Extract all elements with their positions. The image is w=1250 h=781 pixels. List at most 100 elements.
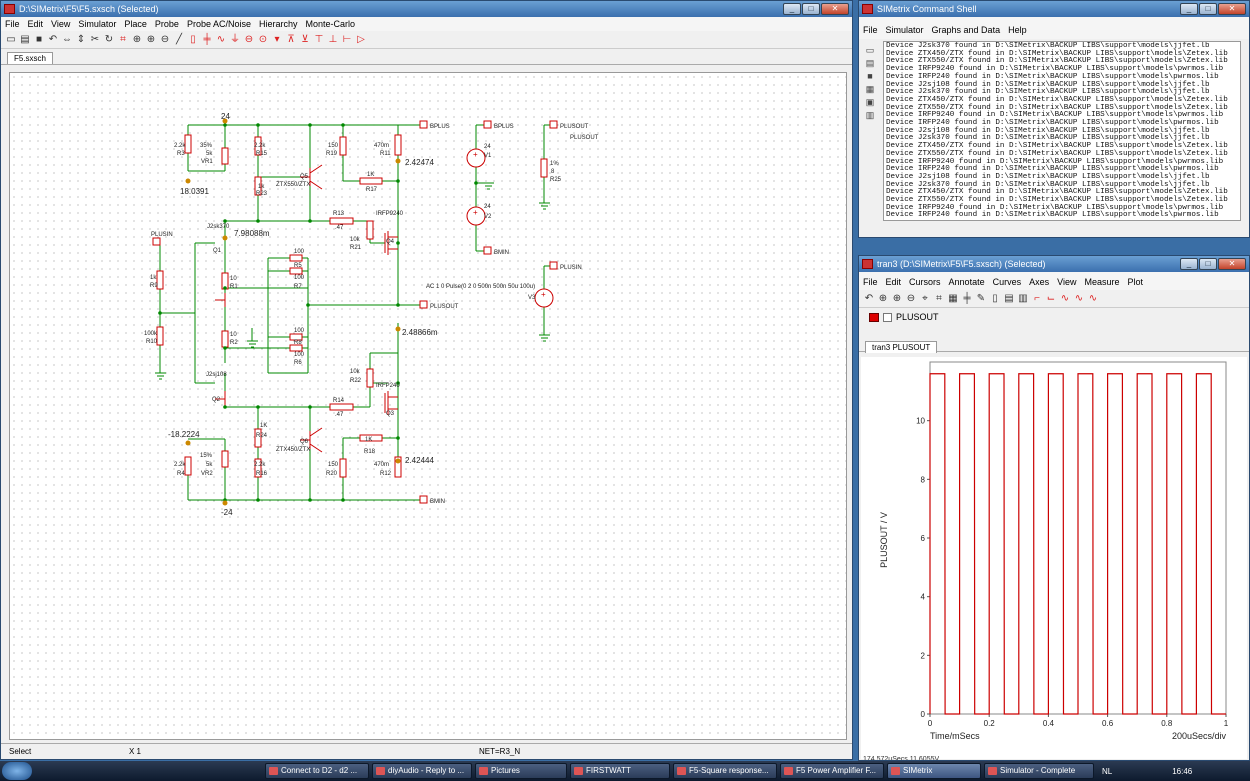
menu-view[interactable]: View — [1057, 277, 1077, 287]
graph-titlebar[interactable]: tran3 (D:\SIMetrix\F5\F5.sxsch) (Selecte… — [859, 256, 1249, 272]
tab-tran3-plusout[interactable]: tran3 PLUSOUT — [865, 341, 938, 353]
zoom-in-icon[interactable]: ⊕ — [146, 33, 156, 45]
start-button-icon[interactable] — [2, 762, 32, 780]
menu-edit[interactable]: Edit — [885, 277, 902, 287]
taskbar-item-simetrix[interactable]: SIMetrix — [887, 763, 981, 779]
taskbar-item-pictures[interactable]: Pictures — [475, 763, 567, 779]
pmos-icon[interactable]: ⊥ — [328, 33, 338, 45]
close-button[interactable]: ✕ — [1218, 3, 1246, 15]
inductor-icon[interactable]: ∿ — [216, 33, 226, 45]
schematic-canvas[interactable]: +++ 24 -24 2.2k R3 35% 5k VR1 18.0391 2.… — [9, 72, 847, 740]
taskbar-item-diyaudio[interactable]: diyAudio - Reply to ... — [372, 763, 472, 779]
pnp-icon[interactable]: ⊻ — [301, 33, 309, 45]
zoom-box-icon[interactable]: ⊕ — [878, 292, 888, 304]
maximize-button[interactable]: □ — [1199, 3, 1217, 15]
pdf-icon[interactable]: ▦ — [865, 84, 875, 94]
folder-icon[interactable]: ▤ — [20, 33, 30, 45]
command-shell-output[interactable]: Device J2sk370 found in D:\SIMetrix\BACK… — [883, 41, 1241, 221]
opamp-icon[interactable]: ▷ — [357, 33, 365, 45]
menu-probe[interactable]: Probe — [154, 19, 179, 29]
taskbar-item-f5-amplifier[interactable]: F5 Power Amplifier F... — [780, 763, 884, 779]
menu-file[interactable]: File — [863, 277, 878, 287]
menu-view[interactable]: View — [51, 19, 71, 29]
menu-file[interactable]: File — [5, 19, 20, 29]
wire-icon[interactable]: ╱ — [175, 33, 183, 45]
npn-icon[interactable]: ⊼ — [287, 33, 295, 45]
avg-icon[interactable]: ∿ — [1074, 292, 1084, 304]
xy-icon[interactable]: ∿ — [1088, 292, 1098, 304]
menu-monte-carlo[interactable]: Monte-Carlo — [305, 19, 356, 29]
language-indicator[interactable]: NL — [1102, 766, 1113, 776]
diode-icon[interactable]: ▾ — [274, 33, 280, 45]
menu-plot[interactable]: Plot — [1127, 277, 1143, 287]
menu-curves[interactable]: Curves — [992, 277, 1022, 287]
jfet-icon[interactable]: ⊢ — [342, 33, 352, 45]
minimize-button[interactable]: _ — [1180, 3, 1198, 15]
zoom-in-icon[interactable]: ⊕ — [892, 292, 902, 304]
menu-simulator[interactable]: Simulator — [78, 19, 117, 29]
menu-simulator[interactable]: Simulator — [885, 25, 924, 35]
print-icon[interactable]: ▣ — [865, 97, 875, 107]
schematic-titlebar[interactable]: D:\SIMetrix\F5\F5.sxsch (Selected) _□✕ — [1, 1, 852, 17]
close-button[interactable]: ✕ — [1218, 258, 1246, 270]
new-axis-icon[interactable]: ▯ — [992, 292, 998, 304]
rms-icon[interactable]: ∿ — [1060, 292, 1070, 304]
cursor-icon[interactable]: ⌖ — [922, 292, 928, 304]
menu-file[interactable]: File — [863, 25, 878, 35]
open-icon[interactable]: ▤ — [865, 58, 875, 68]
menu-hierarchy[interactable]: Hierarchy — [259, 19, 298, 29]
cut-icon[interactable]: ✂ — [90, 33, 100, 45]
mirror-icon[interactable]: ⇔ — [62, 33, 72, 45]
resistor-icon[interactable]: ▯ — [190, 33, 196, 45]
delete-icon[interactable]: ⌗ — [120, 33, 126, 45]
undo-icon[interactable]: ↶ — [864, 292, 874, 304]
taskbar-item-simulator-complete[interactable]: Simulator - Complete — [984, 763, 1094, 779]
open-icon[interactable]: ▭ — [6, 33, 16, 45]
close-button[interactable]: ✕ — [821, 3, 849, 15]
tab-f5-sxsch[interactable]: F5.sxsch — [7, 52, 54, 64]
voltage-source-icon[interactable]: ⊖ — [244, 33, 254, 45]
nmos-icon[interactable]: ⊤ — [314, 33, 324, 45]
grid-icon[interactable]: ▦ — [948, 292, 958, 304]
zoom-full-icon[interactable]: ⊕ — [132, 33, 142, 45]
rotate-icon[interactable]: ↻ — [104, 33, 114, 45]
menu-graphs-and-data[interactable]: Graphs and Data — [931, 25, 1001, 35]
ground-icon[interactable]: ⏚ — [230, 33, 240, 45]
legend-checkbox[interactable] — [883, 312, 892, 322]
menu-measure[interactable]: Measure — [1084, 277, 1120, 287]
taskbar-item-f5-square[interactable]: F5-Square response... — [673, 763, 777, 779]
undo-icon[interactable]: ↶ — [48, 33, 58, 45]
menu-probe-ac-noise[interactable]: Probe AC/Noise — [186, 19, 251, 29]
menu-cursors[interactable]: Cursors — [909, 277, 941, 287]
new-grid-icon[interactable]: ▤ — [1004, 292, 1014, 304]
maximize-button[interactable]: □ — [1199, 258, 1217, 270]
clock[interactable]: 16:46 — [1172, 766, 1193, 776]
cursor2-icon[interactable]: ⌗ — [936, 292, 942, 304]
taskbar-item-connect-d2[interactable]: Connect to D2 - d2 ... — [265, 763, 369, 779]
capacitor-icon[interactable]: ╪ — [203, 33, 211, 45]
menu-help[interactable]: Help — [1008, 25, 1027, 35]
menu-annotate[interactable]: Annotate — [948, 277, 985, 287]
schematic-icon[interactable]: ▥ — [865, 110, 875, 120]
menu-axes[interactable]: Axes — [1029, 277, 1050, 287]
edit-icon[interactable]: ✎ — [976, 292, 986, 304]
rise-time-icon[interactable]: ⌐ — [1034, 292, 1040, 304]
menu-place[interactable]: Place — [124, 19, 147, 29]
fall-time-icon[interactable]: ⌙ — [1046, 292, 1056, 304]
command-shell-titlebar[interactable]: SIMetrix Command Shell _□✕ — [859, 1, 1249, 17]
chart-icon[interactable]: ▥ — [1018, 292, 1028, 304]
flip-icon[interactable]: ⇕ — [76, 33, 86, 45]
minimize-button[interactable]: _ — [783, 3, 801, 15]
current-source-icon[interactable]: ⊙ — [258, 33, 268, 45]
taskbar-item-firstwatt[interactable]: FIRSTWATT — [570, 763, 670, 779]
zoom-out-icon[interactable]: ⊖ — [906, 292, 916, 304]
new-icon[interactable]: ▭ — [865, 45, 875, 55]
axes-icon[interactable]: ╪ — [963, 292, 971, 304]
save-icon[interactable]: ■ — [867, 71, 873, 81]
maximize-button[interactable]: □ — [802, 3, 820, 15]
zoom-out-icon[interactable]: ⊖ — [160, 33, 170, 45]
minimize-button[interactable]: _ — [1180, 258, 1198, 270]
menu-edit[interactable]: Edit — [27, 19, 44, 29]
save-icon[interactable]: ■ — [35, 33, 43, 45]
